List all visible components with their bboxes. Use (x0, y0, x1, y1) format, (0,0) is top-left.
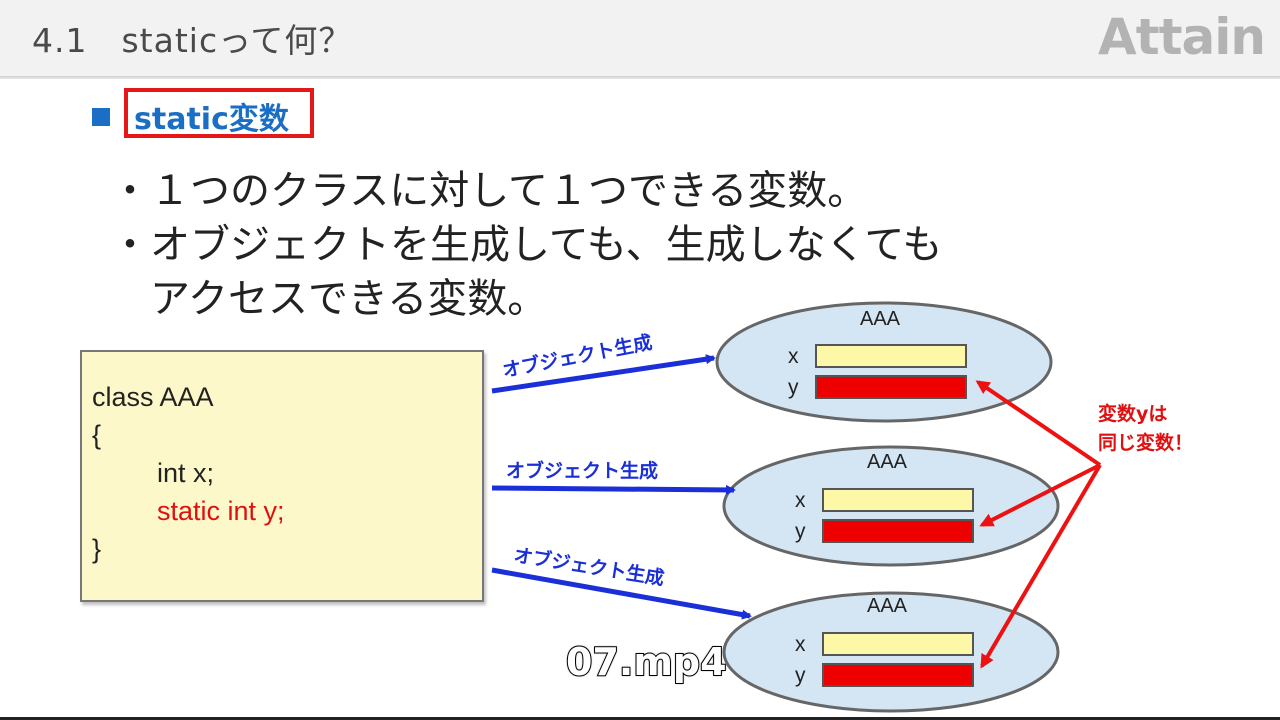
attain-logo: Attain (1098, 8, 1266, 66)
shared-var-arrow-3 (980, 463, 1102, 669)
arrow-label-2: オブジェクト生成 (506, 460, 659, 482)
bottom-bar (0, 717, 1280, 720)
slide-header (0, 0, 1280, 76)
creation-arrow-3 (491, 567, 752, 620)
code-line-1: class AAA (92, 382, 214, 412)
object-1-field-y-label: y (788, 376, 799, 399)
object-3-field-x-label: x (795, 633, 806, 656)
bullet-line-1: ・１つのクラスに対して１つできる変数。 (110, 168, 868, 214)
header-divider (0, 76, 1280, 79)
field-y-box-1 (815, 375, 967, 399)
field-x-box-2 (822, 488, 974, 512)
creation-arrow-2 (491, 484, 736, 495)
field-x-box-1 (815, 344, 967, 368)
bullet-line-3: アクセスできる変数。 (110, 276, 548, 322)
code-line-3: int x; (157, 458, 215, 488)
heading-highlight-box (124, 88, 314, 138)
shared-var-arrow-2 (979, 463, 1101, 527)
bullet-line-2: ・オブジェクトを生成しても、生成しなくても (110, 222, 943, 268)
code-block (80, 350, 484, 602)
creation-arrow-1 (491, 354, 716, 394)
code-line-5: } (92, 534, 102, 564)
code-line-4: static int y; (157, 496, 285, 526)
section-heading: static変数 (134, 102, 289, 137)
shared-var-arrow-1 (975, 380, 1102, 467)
field-y-box-3 (822, 663, 974, 687)
object-2-field-y-label: y (795, 520, 806, 543)
field-y-box-2 (822, 519, 974, 543)
object-3-class-name: AAA (867, 595, 908, 617)
shared-variable-note: 変数yは 同じ変数！ (1098, 400, 1193, 458)
object-1-field-x-label: x (788, 345, 799, 368)
video-caption: 07.mp4 (565, 639, 728, 685)
slide-title: 4.1 staticって何？ (32, 21, 353, 60)
note-line-2: 同じ変数！ (1098, 432, 1194, 454)
object-2-field-x-label: x (795, 489, 806, 512)
field-x-box-3 (822, 632, 974, 656)
bullet-square-icon (92, 108, 110, 126)
code-line-2: { (92, 420, 102, 450)
object-2-class-name: AAA (867, 451, 908, 473)
note-line-1: 変数yは (1098, 403, 1168, 425)
object-1-class-name: AAA (860, 308, 901, 330)
object-3-field-y-label: y (795, 664, 806, 687)
